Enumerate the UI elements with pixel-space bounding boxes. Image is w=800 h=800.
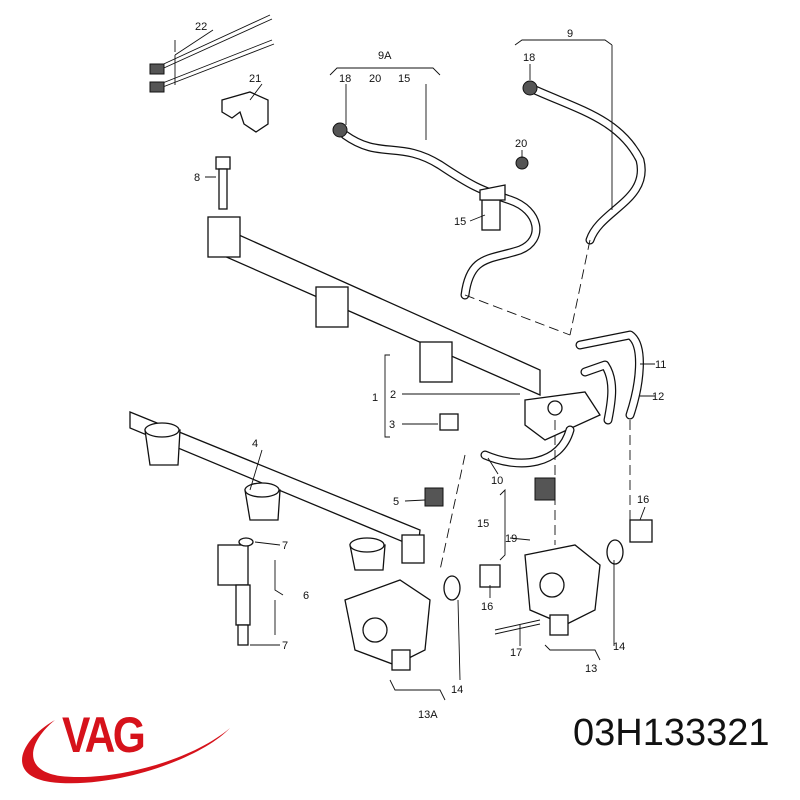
callout-label: 10	[491, 475, 503, 487]
high-pressure-pump-13-part	[524, 539, 624, 636]
seal-part	[479, 564, 501, 588]
callout-label: 20	[515, 138, 527, 150]
cable-tie-part	[149, 14, 275, 93]
callout-label: 14	[451, 684, 463, 696]
callout-label: 7	[282, 540, 288, 552]
callout-label: 6	[303, 590, 309, 602]
fuel-pipe-11-part	[480, 330, 644, 468]
callout-label: 21	[249, 73, 261, 85]
seal-part	[629, 519, 653, 543]
injector-part	[217, 537, 254, 646]
callout-label: 16	[481, 601, 493, 613]
hose-clamp-part	[515, 156, 529, 170]
vag-logo-swoosh	[22, 720, 230, 784]
callout-label: 16	[637, 494, 649, 506]
callout-label: 14	[613, 641, 625, 653]
callout-label: 18	[339, 73, 351, 85]
clip-part	[221, 91, 269, 133]
callout-label: 1	[372, 392, 378, 404]
callout-label: 5	[393, 496, 399, 508]
callout-label: 15	[477, 518, 489, 530]
upper-fuel-rail-part	[207, 216, 601, 441]
pressure-sensor-part	[424, 487, 444, 507]
fuel-hose-9a-part	[340, 130, 541, 300]
high-pressure-pump-13a-part	[344, 575, 461, 671]
callout-label: 4	[252, 438, 258, 450]
callout-label: 18	[523, 52, 535, 64]
callout-label: 12	[652, 391, 664, 403]
callout-label: 9	[567, 28, 573, 40]
callout-label: 15	[454, 216, 466, 228]
bolt-part	[215, 156, 231, 210]
callout-label: 3	[389, 419, 395, 431]
vag-logo: VAG	[62, 707, 146, 763]
callout-label: 13	[585, 663, 597, 675]
callout-lines	[174, 29, 655, 701]
callout-label: 20	[369, 73, 381, 85]
bolt-part	[494, 619, 541, 635]
callout-label: 13A	[418, 709, 438, 721]
callout-label: 8	[194, 172, 200, 184]
hose-clamp-part	[332, 122, 348, 138]
lower-fuel-rail-part	[129, 411, 425, 571]
callout-label: 2	[390, 389, 396, 401]
callout-label: 11	[655, 359, 666, 371]
pressure-sensor-part	[534, 477, 556, 501]
callout-label: 7	[282, 640, 288, 652]
hose-clamp-part	[522, 80, 538, 96]
fuel-hose-9-part	[530, 85, 646, 245]
part-number: 03H133321	[573, 712, 770, 754]
callout-label: 15	[398, 73, 410, 85]
callout-label: 9A	[378, 50, 392, 62]
callout-label: 19	[505, 533, 517, 545]
callout-label: 17	[510, 647, 522, 659]
plug-part	[439, 413, 459, 431]
callout-label: 22	[195, 21, 207, 33]
